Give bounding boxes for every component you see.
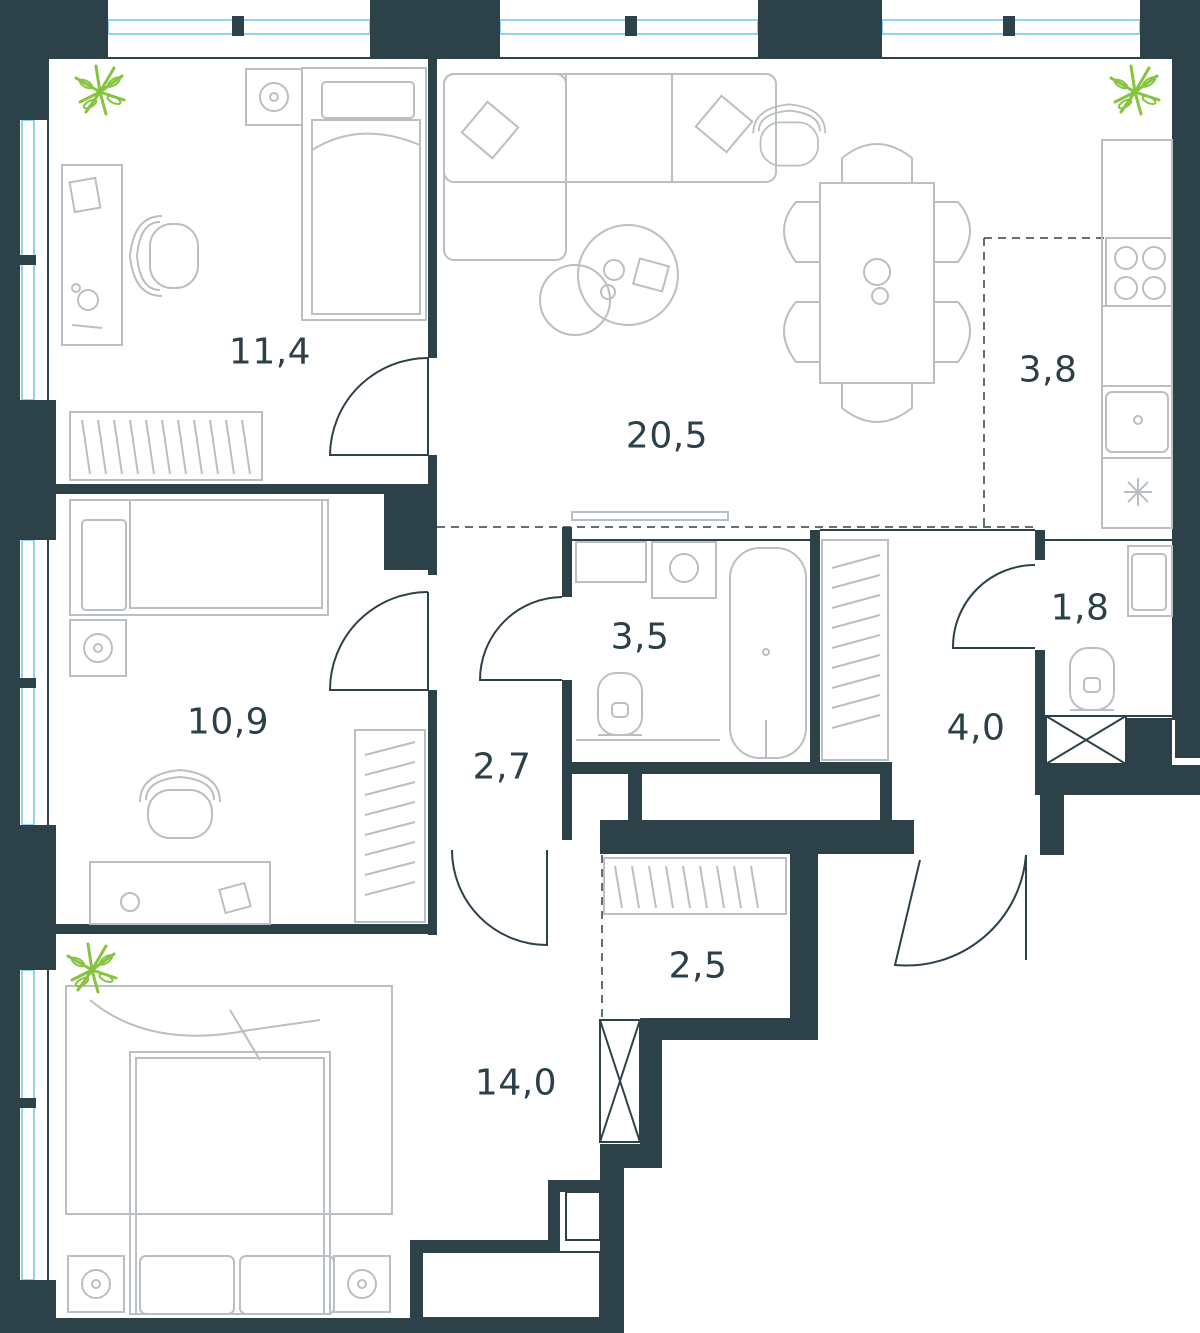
bedroom-1-furniture — [61, 67, 427, 481]
area-label-master-bedroom: 14,0 — [474, 1062, 558, 1104]
storage-furniture — [603, 857, 787, 915]
window-left-3 — [21, 969, 35, 1281]
area-label-hallway: 4,0 — [946, 707, 1006, 749]
bathroom-furniture — [575, 539, 889, 761]
area-label-wc: 1,8 — [1050, 587, 1110, 629]
plant-icon — [1109, 64, 1161, 116]
living-room-furniture — [443, 73, 971, 521]
doors — [328, 357, 1036, 967]
furniture — [61, 67, 1173, 1315]
windows — [21, 19, 1141, 1281]
kitchen-furniture — [1101, 139, 1173, 529]
wc-furniture — [1069, 545, 1173, 711]
area-label-bedroom-1: 11,4 — [228, 331, 312, 373]
master-bedroom-furniture — [65, 985, 393, 1315]
thin-walls — [47, 57, 1172, 1319]
bedroom-2-furniture — [69, 499, 426, 925]
area-label-bedroom-2: 10,9 — [186, 701, 270, 743]
area-label-kitchen: 3,8 — [1018, 349, 1078, 391]
area-label-bathroom: 3,5 — [610, 616, 670, 658]
area-label-corridor: 2,7 — [472, 746, 532, 788]
window-mullions — [20, 16, 1015, 1108]
plant-icon — [74, 64, 126, 116]
area-label-living-room: 20,5 — [625, 415, 709, 457]
area-label-storage: 2,5 — [668, 945, 728, 987]
plant-icon — [66, 942, 118, 994]
